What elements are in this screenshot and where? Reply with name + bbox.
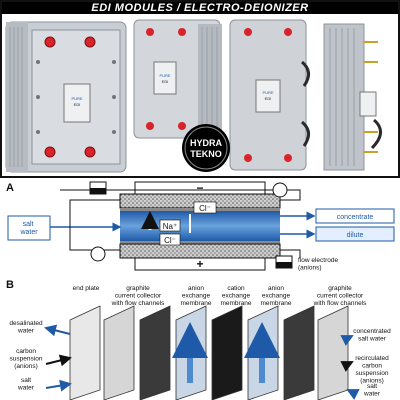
panel-b-letter: B (6, 279, 14, 291)
product-photo-panel: EDI MODULES / ELECTRO-DEIONIZER PURE EDI (0, 0, 400, 178)
logo-line-2: TEKNO (190, 149, 222, 159)
cation-membrane-plate (211, 305, 243, 400)
concentrate-label: concentrate (337, 214, 374, 221)
module-brand-label: PURE (262, 90, 273, 95)
inlet-salt-water-label: salt water (19, 221, 38, 236)
graphite-plate-left (103, 305, 135, 400)
module-model-label: EDI (74, 102, 81, 107)
end-plate-left (69, 305, 101, 400)
salt-in-arrow-left (45, 379, 72, 392)
bottom-flow-electrode (119, 243, 281, 259)
dilute-label: dilute (347, 232, 364, 239)
flow-channel-right (283, 305, 315, 400)
top-loop-line (69, 199, 120, 227)
salt-in-arrow-right (346, 389, 360, 400)
hydratekno-logo: HYDRA TEKNO (182, 124, 230, 172)
plate-stack (69, 305, 349, 400)
page-title: EDI MODULES / ELECTRO-DEIONIZER (91, 2, 309, 14)
bottom-membrane (120, 241, 280, 244)
module-model-label: EDI (265, 96, 272, 101)
flow-channel-left (139, 305, 171, 400)
bottom-pump-icon (90, 246, 106, 262)
title-bar: EDI MODULES / ELECTRO-DEIONIZER (2, 2, 398, 14)
dilute-channel (120, 211, 280, 241)
label-end-plate: end plate (73, 285, 100, 292)
stack-flow-arrows (172, 322, 280, 383)
module-brand-label: PURE (159, 73, 170, 78)
edi-module-photo-1: PURE EDI (5, 21, 127, 173)
recirculated-arrow (340, 361, 354, 372)
edi-module-photo-3: PURE EDI (229, 19, 310, 171)
concentrated-arrow (340, 335, 354, 346)
negative-electrode-sign: − (196, 181, 203, 195)
flow-electrode-label: flow electrode (anions) (298, 257, 340, 271)
carbon-in-arrow (45, 354, 72, 367)
module-model-label: EDI (162, 79, 169, 84)
ion-chloride-bottom: Cl⁻ (164, 236, 176, 245)
bottom-loop-line (69, 227, 120, 251)
logo-line-1: HYDRA (190, 138, 223, 148)
top-pump-icon (272, 182, 288, 198)
graphite-plate-right (317, 305, 349, 400)
edi-module-photo-2: PURE EDI (133, 19, 222, 139)
edi-module-photo-4 (323, 23, 382, 171)
edi-diagram: A − + Cl⁻ Na⁺ Cl⁻ salt water (6, 181, 395, 400)
ion-sodium: Na⁺ (163, 222, 177, 231)
positive-electrode-sign: + (196, 257, 203, 271)
top-recirculation-line (60, 189, 301, 201)
desalinated-arrow (44, 324, 71, 337)
module-photos: PURE EDI PURE EDI PURE EDI (5, 19, 382, 173)
ion-chloride-top: Cl⁻ (199, 204, 211, 213)
panel-a-letter: A (6, 182, 14, 194)
module-brand-label: PURE (71, 96, 82, 101)
panel-a: A − + Cl⁻ Na⁺ Cl⁻ salt water (6, 181, 395, 271)
